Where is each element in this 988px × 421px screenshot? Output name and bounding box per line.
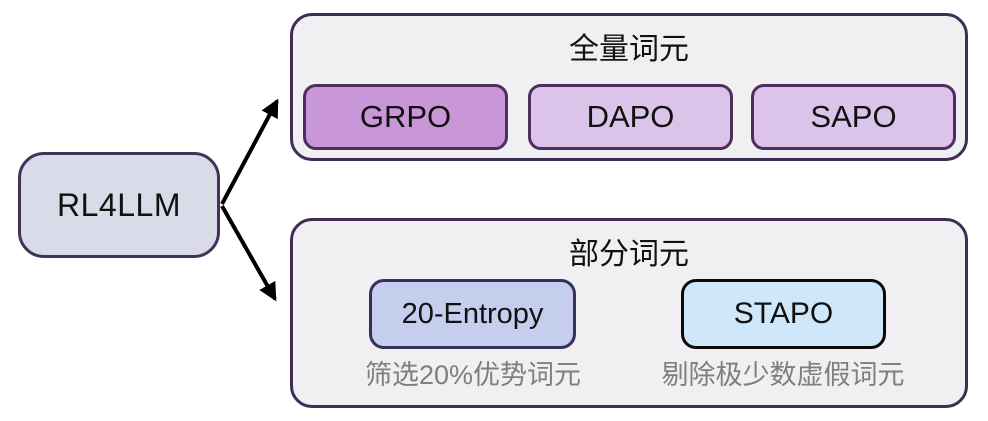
node-stapo-label: STAPO bbox=[733, 297, 834, 330]
node-sapo: SAPO bbox=[751, 84, 956, 150]
node-dapo: DAPO bbox=[528, 84, 733, 150]
caption-stapo: 剔除极少数虚假词元 bbox=[661, 360, 905, 390]
node-20-entropy-label: 20-Entropy bbox=[401, 297, 544, 330]
node-dapo-label: DAPO bbox=[586, 99, 675, 134]
group-full-tokens-title: 全量词元 bbox=[569, 33, 689, 66]
arrow-to-full-tokens bbox=[220, 98, 279, 205]
node-grpo-label: GRPO bbox=[359, 99, 452, 134]
node-20-entropy: 20-Entropy bbox=[369, 279, 576, 349]
arrow-to-partial-tokens bbox=[220, 205, 277, 302]
node-stapo: STAPO bbox=[681, 279, 886, 349]
node-sapo-label: SAPO bbox=[810, 99, 897, 134]
caption-20-entropy: 筛选20%优势词元 bbox=[364, 360, 582, 390]
group-partial-tokens: 部分词元 20-Entropy 筛选20%优势词元 STAPO 剔除极少数虚假词… bbox=[290, 218, 968, 408]
group-full-tokens: 全量词元 GRPO DAPO SAPO bbox=[290, 13, 968, 161]
group-partial-tokens-title: 部分词元 bbox=[569, 238, 689, 271]
node-rl4llm: RL4LLM bbox=[18, 152, 220, 258]
node-grpo: GRPO bbox=[303, 84, 508, 150]
node-rl4llm-label: RL4LLM bbox=[57, 186, 181, 223]
